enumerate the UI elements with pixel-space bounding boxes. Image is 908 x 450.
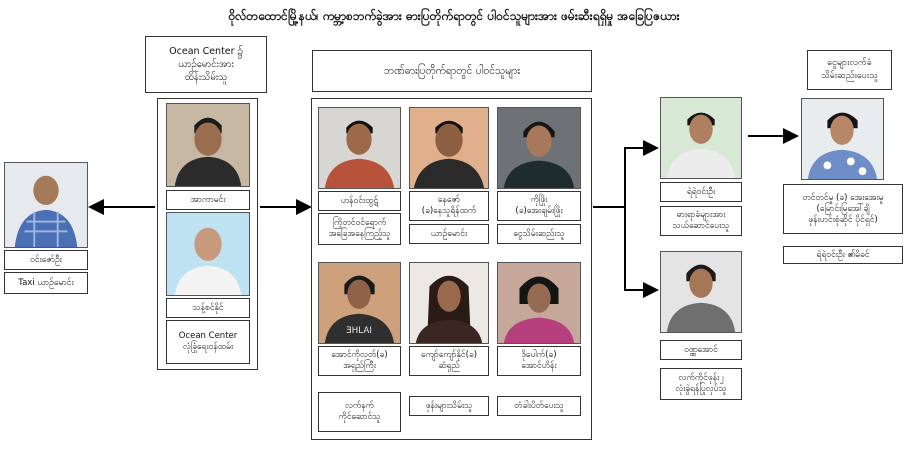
label-robber-5-role: ဖုန်းများသိမ်းသူ — [409, 396, 489, 416]
label-robber-4-role: လက်နက် ကိုင်ဆောင်သူ — [318, 392, 401, 432]
photo-ocean-1 — [166, 103, 250, 187]
svg-text:ƎHLAI: ƎHLAI — [346, 326, 372, 336]
label-robber-4-name: အောင်ကိုလတ်(ခ) အရှည်ကြီး — [318, 346, 401, 376]
label-robber-3-role: ငွေသိမ်းဆည်းသူ — [497, 224, 581, 244]
label-robber-3-name: ကိုဖြိုး (ခ)အေးချမ်းဖြိုး — [497, 191, 581, 221]
label-right-2-name: ဝဏ္ဏအောင် — [660, 340, 742, 360]
label-taxi-driver-role: Taxi ယာဉ်မောင်း — [4, 272, 88, 294]
label-robber-6-name: ဒိုပေါက်(ခ) အောင်ဟိန်း — [497, 346, 581, 376]
chart-title: ဝိုလ်တထောင်မြို့နယ်၊ ကမ္ဘာ့စဘက်ခွဲအား ဓာ… — [228, 9, 680, 23]
person-icon — [319, 108, 400, 188]
label-right-1-name: ရဲရဲဝင်းဦး — [660, 182, 742, 202]
photo-money-receiver — [801, 98, 884, 180]
label-money-receiver-name: တင်တင်မူ (ခ) အေးအေးမူ (မြောင်းမြအေါ်ချိ … — [783, 184, 903, 234]
photo-right-1 — [660, 97, 742, 179]
header-ocean-center: Ocean Center ၌ ယာဉ်မောင်းအား ထိန်းသိမ်းသ… — [145, 36, 267, 93]
person-icon — [661, 252, 741, 332]
photo-robber-4: ƎHLAI — [318, 262, 401, 344]
label-ocean-2-name: သန့်စင်နိုင် — [166, 298, 250, 318]
label-taxi-driver-name: ဝင်းဇော်ဦး — [4, 250, 88, 270]
person-icon — [802, 99, 883, 179]
photo-robber-2 — [409, 107, 489, 189]
photo-robber-5 — [409, 262, 489, 344]
person-icon: ƎHLAI — [319, 263, 400, 343]
label-ocean-2-role: Ocean Center လုံခြုံရေးဝန်ထမ်း — [166, 320, 250, 364]
photo-robber-6 — [497, 262, 581, 344]
person-icon — [5, 163, 87, 247]
person-icon — [498, 263, 580, 343]
photo-ocean-2 — [166, 212, 250, 296]
label-robber-1-name: ဟန်ဝင်းထွဋ် — [318, 191, 401, 211]
label-ocean-1-name: အာကာမင်း — [166, 190, 250, 210]
person-icon — [410, 108, 488, 188]
photo-robber-1 — [318, 107, 401, 189]
label-robber-2-name: နေဇော် (ခ)နေသူရိန်ထက် — [409, 191, 489, 221]
person-icon — [410, 263, 488, 343]
photo-robber-3 — [497, 107, 581, 189]
label-right-2-role: လက်ကိုင်ဖုန်း၂ လုံးခွဲရန်ပြုလုပ်သူ — [660, 368, 742, 400]
label-robber-1-role: ကြိုတင်ဝင်ရောက် အခြေအနေကြည့်သူ — [318, 213, 401, 245]
photo-taxi-driver — [4, 162, 88, 248]
label-robber-2-role: ယာဉ်မောင်း — [409, 224, 489, 244]
person-icon — [498, 108, 580, 188]
label-money-receiver-role: ရဲရဲဝင်းဦး ၏မိခင် — [783, 246, 903, 264]
header-robbers: ဘဏ်ဓားပြတိုက်ရာတွင် ပါဝင်သူများ — [312, 50, 592, 92]
label-right-1-role: ဓားရာခံများအား သယ်ဆောင်ပေးသူ — [660, 206, 742, 236]
person-icon — [167, 213, 249, 295]
person-icon — [661, 98, 741, 178]
person-icon — [167, 104, 249, 186]
label-robber-6-role: တံခါးပိတ်ပေးသူ — [497, 396, 581, 416]
photo-right-2 — [660, 251, 742, 333]
label-robber-5-name: ကျော်ကျော်နိုင်(ခ) ဆံရှည် — [409, 346, 489, 376]
header-money-receiver: ငွေများလက်ခံ သိမ်းဆည်းပေးသူ — [807, 50, 892, 90]
